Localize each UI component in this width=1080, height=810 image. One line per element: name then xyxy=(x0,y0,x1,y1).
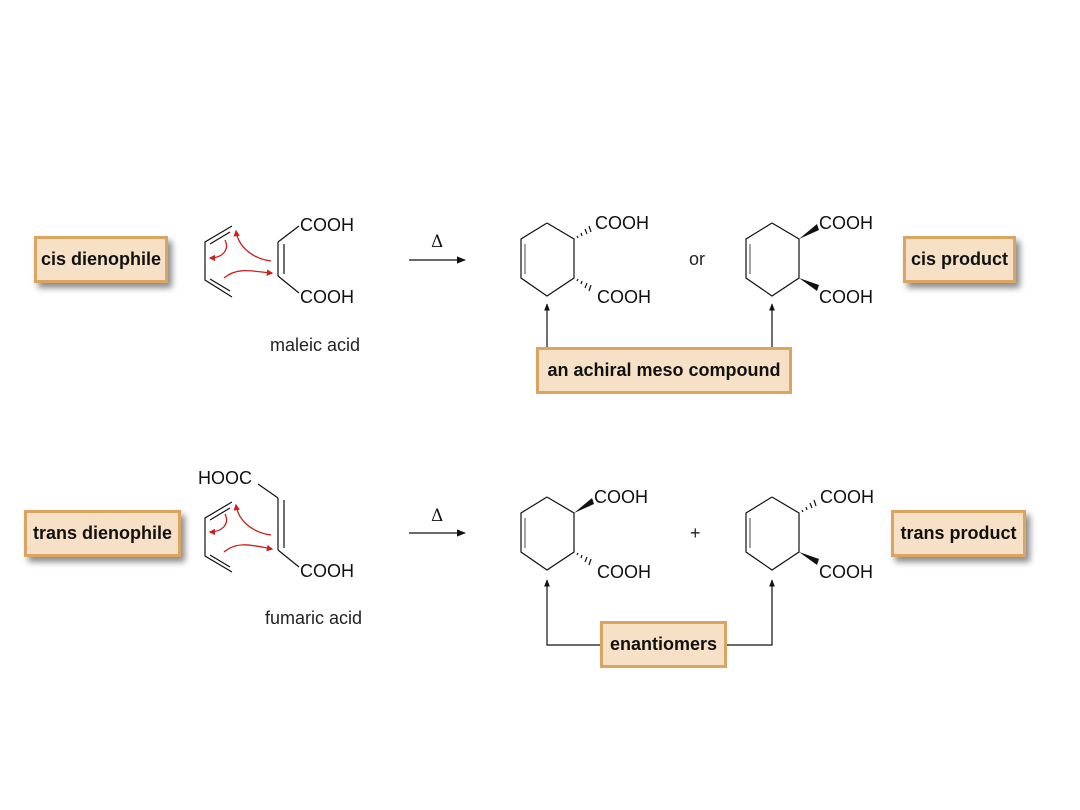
trans-product-1-structure xyxy=(520,496,575,571)
wedge-bond xyxy=(799,278,819,291)
product-group: COOH xyxy=(594,487,648,507)
cis-product-label: cis product xyxy=(903,236,1016,283)
product-group: COOH xyxy=(819,287,873,307)
reactant-name-maleic: maleic acid xyxy=(270,335,360,355)
hashed-bond xyxy=(576,225,592,239)
product-group: COOH xyxy=(597,562,651,582)
trans-dienophile-label: trans dienophile xyxy=(24,510,181,557)
diene-structure xyxy=(204,501,233,573)
pointer-arrow xyxy=(544,579,603,646)
trans-reaction: HOOC COOH fumaric acid Δ COOH COOH + xyxy=(198,468,874,646)
diene-structure xyxy=(204,225,233,298)
trans-product-label: trans product xyxy=(891,510,1026,557)
product-group: COOH xyxy=(597,287,651,307)
cis-reaction: COOH COOH maleic acid Δ COOH COOH or xyxy=(204,213,873,355)
wedge-bond xyxy=(799,552,819,565)
maleic-acid-structure xyxy=(277,225,300,294)
product-group: COOH xyxy=(819,562,873,582)
fumaric-bottom-group: COOH xyxy=(300,561,354,581)
cis-product-2-structure xyxy=(745,222,800,297)
trans-product-2-structure xyxy=(745,496,800,571)
curved-electron-arrows xyxy=(208,229,274,279)
wedge-bond xyxy=(574,498,594,513)
maleic-bottom-group: COOH xyxy=(300,287,354,307)
enantiomers-label: enantiomers xyxy=(600,621,727,668)
fumaric-acid-structure xyxy=(257,483,300,568)
product-group: COOH xyxy=(820,487,874,507)
wedge-bond xyxy=(799,224,819,239)
heat-symbol: Δ xyxy=(431,506,443,526)
product-group: COOH xyxy=(595,213,649,233)
cis-product-1-structure xyxy=(520,222,575,297)
pointer-arrow xyxy=(726,579,775,646)
heat-symbol: Δ xyxy=(431,232,443,252)
connector-or: or xyxy=(689,249,705,269)
cis-dienophile-label: cis dienophile xyxy=(34,236,168,283)
hashed-bond xyxy=(576,552,592,566)
meso-compound-label: an achiral meso compound xyxy=(536,347,792,394)
product-group: COOH xyxy=(819,213,873,233)
hashed-bond xyxy=(801,499,817,513)
reactant-name-fumaric: fumaric acid xyxy=(265,608,362,628)
connector-plus: + xyxy=(690,523,701,543)
curved-electron-arrows xyxy=(208,503,274,553)
hashed-bond xyxy=(576,278,592,292)
fumaric-top-group: HOOC xyxy=(198,468,252,488)
maleic-top-group: COOH xyxy=(300,215,354,235)
